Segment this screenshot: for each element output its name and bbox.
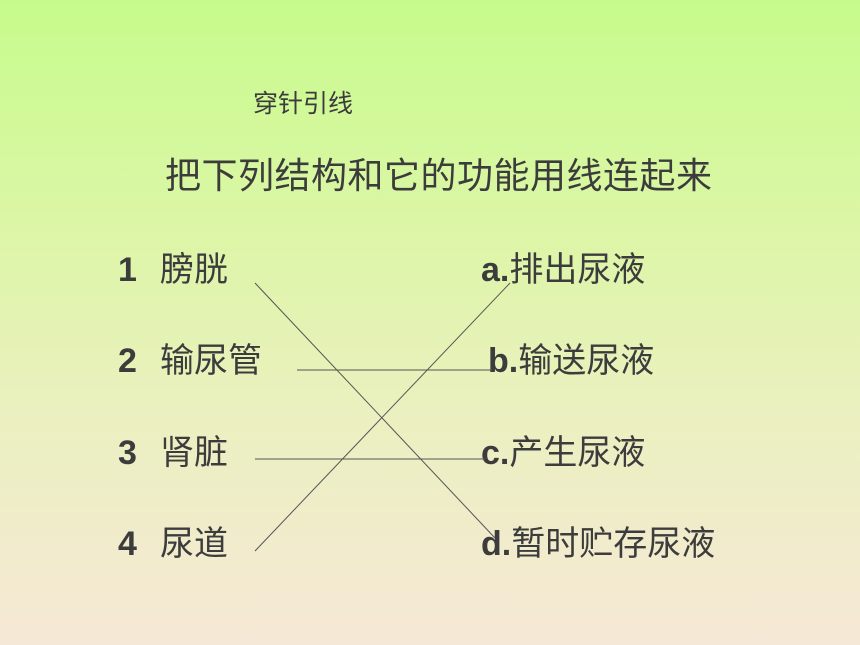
structure-name: 肾脏 [160,433,228,473]
function-letter: d. [481,525,512,563]
structure-item-4: 4 尿道 [118,527,228,561]
function-item-b: b.输送尿液 [488,344,654,378]
structure-name: 输尿管 [160,341,262,381]
structure-item-1: 1 膀胱 [118,253,228,287]
function-text: 暂时贮存尿液 [511,524,716,564]
subtitle: 穿针引线 [253,89,354,118]
function-letter: b. [488,342,519,380]
structure-item-3: 3 肾脏 [118,436,228,470]
function-text: 产生尿液 [509,433,646,473]
structure-number: 2 [118,342,137,380]
structure-name: 尿道 [160,524,228,564]
match-line-1-d [254,282,496,539]
structure-number: 1 [118,251,137,289]
function-letter: c. [481,434,510,472]
function-text: 输送尿液 [518,341,655,381]
function-letter: a. [481,251,510,289]
function-item-d: d.暂时贮存尿液 [481,527,715,561]
instruction: 把下列结构和它的功能用线连起来 [165,156,713,197]
structure-number: 3 [118,434,137,472]
structure-name: 膀胱 [160,250,228,290]
function-text: 排出尿液 [509,250,646,290]
structure-item-2: 2 输尿管 [118,344,262,378]
function-item-c: c.产生尿液 [481,436,645,470]
structure-number: 4 [118,525,137,563]
match-line-4-a [254,282,511,552]
function-item-a: a.排出尿液 [481,253,645,287]
